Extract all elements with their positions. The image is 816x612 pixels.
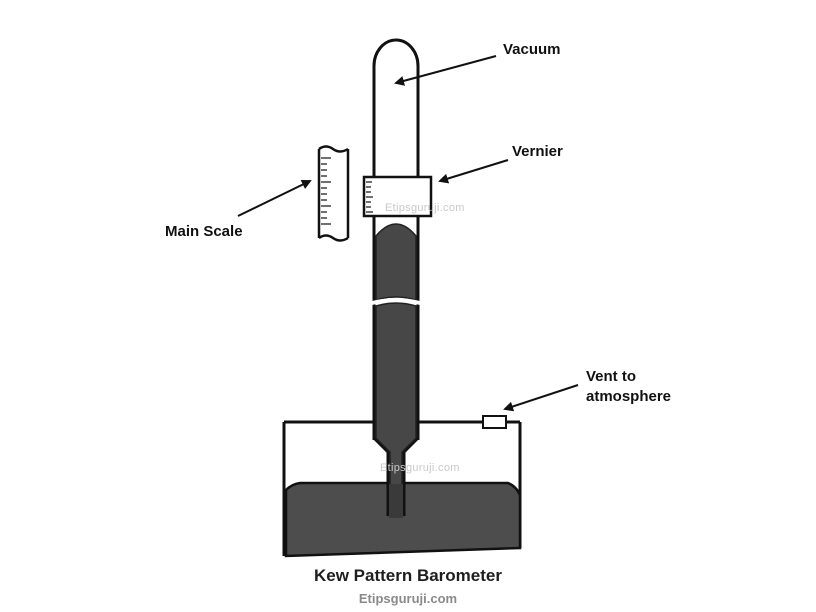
vent-label: Vent to atmosphere	[586, 368, 672, 405]
watermark-bottom: Etipsguruji.com	[380, 462, 460, 474]
watermark-top: Etipsguruji.com	[385, 202, 465, 214]
vernier	[362, 175, 433, 218]
vent-arrow	[503, 384, 579, 412]
vacuum-arrow	[394, 55, 497, 86]
vent	[482, 415, 507, 429]
mercury-column	[372, 223, 420, 518]
vernier-arrow	[438, 159, 509, 184]
glass-tube	[372, 38, 420, 516]
diagram-caption: Kew Pattern Barometer	[313, 566, 502, 585]
main-scale-arrow	[237, 180, 312, 217]
main-scale	[317, 145, 350, 242]
main-scale-label: Main Scale	[165, 223, 243, 240]
vernier-label: Vernier	[512, 143, 563, 160]
site-credit: Etipsguruji.com	[358, 591, 458, 606]
vacuum-label: Vacuum	[503, 41, 561, 58]
cistern	[282, 420, 522, 558]
cistern-mercury	[284, 481, 522, 558]
